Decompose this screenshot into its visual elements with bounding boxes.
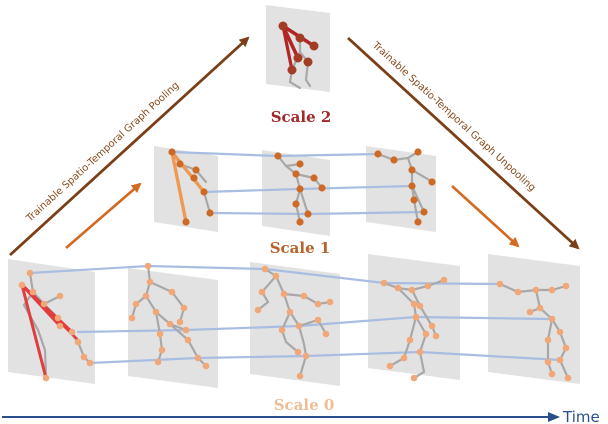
- scale0-frames: [8, 254, 580, 388]
- scale1-skeleton-1: [168, 148, 214, 226]
- scale2-frame: [266, 5, 330, 92]
- scale1-frame-3: [366, 146, 436, 232]
- unpooling-arrow: [347, 36, 580, 250]
- time-label: Time: [562, 408, 600, 424]
- scale2-label: Scale 2: [271, 108, 332, 126]
- scale1-label: Scale 1: [270, 239, 331, 257]
- unpooling-inner-arrow: [451, 185, 520, 248]
- scale0-skeleton-1: [18, 269, 94, 382]
- scale0-skeleton-5: [496, 280, 572, 382]
- scale0-temporal-links: [28, 264, 562, 365]
- scale1-frame-2: [262, 150, 330, 236]
- scale2-skeleton: [278, 21, 319, 90]
- pooling-arrow: [9, 36, 250, 257]
- scale0-label: Scale 0: [274, 396, 335, 414]
- scale0-skeleton-2: [128, 262, 210, 370]
- scale1-frame-1: [154, 146, 218, 232]
- scale1-skeleton-2: [274, 152, 326, 226]
- scale0-skeleton-3: [254, 265, 334, 380]
- scale0-frame-1: [8, 259, 95, 384]
- scale1-skeleton-3: [374, 148, 436, 226]
- pooling-inner-arrow: [65, 182, 142, 249]
- scale0-skeleton-4: [380, 276, 448, 382]
